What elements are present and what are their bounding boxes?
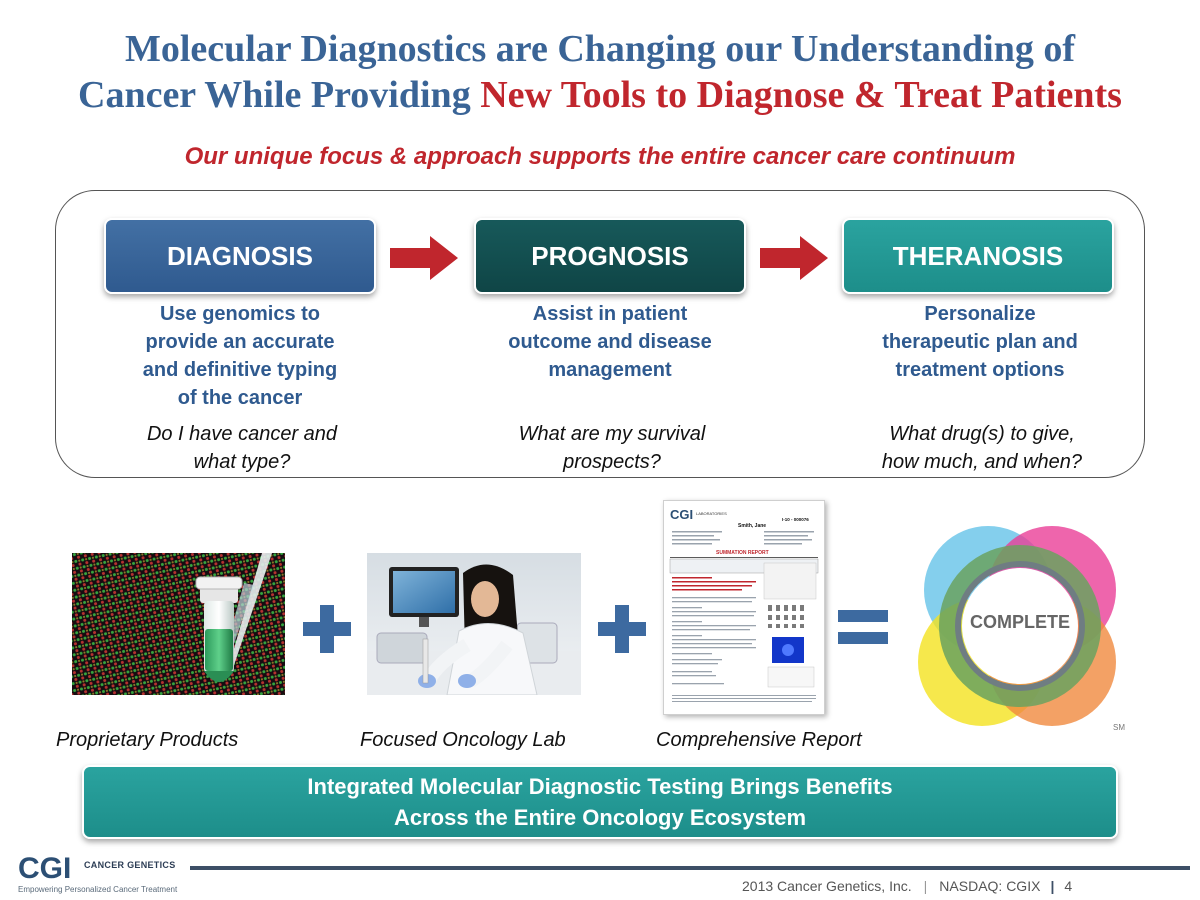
footer-info: 2013 Cancer Genetics, Inc. | NASDAQ: CGIX |… <box>742 878 1072 894</box>
report-section-title: SUMMATION REPORT <box>716 550 769 556</box>
title-line-2-red: New Tools to Diagnose & Treat Patients <box>480 74 1122 116</box>
title-line-1: Molecular Diagnostics are Changing our U… <box>124 28 1076 70</box>
footer-separator: | <box>923 878 928 894</box>
stage-diagnosis-label: DIAGNOSIS <box>167 240 313 271</box>
report-patient: Smith, Jane <box>738 523 766 529</box>
footer-bar: | <box>1050 878 1055 894</box>
diagnosis-description: Use genomics to provide an accurate and … <box>142 303 338 409</box>
banner-line-2: Across the Entire Oncology Ecosystem <box>393 805 807 830</box>
slide-subtitle: Our unique focus & approach supports the… <box>184 143 1016 170</box>
stage-diagnosis: DIAGNOSIS <box>104 218 376 294</box>
report-thumbnail: CGI LABORATORIES Smith, Jane I-10 - 0000… <box>663 500 825 715</box>
arrow-right-icon <box>390 236 458 280</box>
title-line-2: Cancer While Providing New Tools to Diag… <box>0 72 1200 118</box>
microarray-image <box>72 553 285 695</box>
stage-prognosis-label: PROGNOSIS <box>531 240 689 271</box>
complete-label: COMPLETE <box>969 612 1070 632</box>
footer-logo-text: CGI <box>18 852 71 884</box>
footer-rule <box>190 866 1190 870</box>
equals-icon <box>838 606 888 653</box>
continuum-panel <box>55 190 1145 478</box>
caption-products: Proprietary Products <box>56 729 239 751</box>
footer-copyright: 2013 Cancer Genetics, Inc. <box>742 878 912 894</box>
stage-theranosis: THERANOSIS <box>842 218 1114 294</box>
cgi-logo-icon: CGI <box>18 852 71 884</box>
footer-ticker: NASDAQ: CGIX <box>939 878 1041 894</box>
complete-venn-diagram <box>918 526 1116 726</box>
banner-line-1: Integrated Molecular Diagnostic Testing … <box>307 774 893 799</box>
scientist-image <box>367 553 581 695</box>
plus-icon <box>303 605 351 658</box>
products-photo <box>72 553 285 695</box>
prognosis-question: What are my survival prospects? <box>518 423 706 473</box>
arrow-right-icon <box>760 236 828 280</box>
stage-theranosis-label: THERANOSIS <box>892 240 1064 271</box>
lab-photo <box>367 553 581 695</box>
plus-icon <box>598 605 646 658</box>
report-company: LABORATORIES <box>696 511 727 516</box>
report-case-id: I-10 - 000076 <box>782 517 809 522</box>
footer-company-name: CANCER GENETICS <box>84 860 176 870</box>
service-mark: SM <box>1113 723 1125 732</box>
theranosis-description: Personalize therapeutic plan and treatme… <box>882 303 1078 381</box>
page-number: 4 <box>1064 878 1073 894</box>
prognosis-description: Assist in patient outcome and disease ma… <box>508 303 712 381</box>
slide-title: Molecular Diagnostics are Changing our U… <box>0 26 1200 118</box>
report-document: CGI LABORATORIES Smith, Jane I-10 - 0000… <box>669 507 819 702</box>
caption-lab: Focused Oncology Lab <box>360 729 566 751</box>
report-logo: CGI <box>670 507 693 522</box>
theranosis-question: What drug(s) to give, how much, and when… <box>881 423 1083 473</box>
title-line-2-blue: Cancer While Providing <box>78 74 481 116</box>
caption-report: Comprehensive Report <box>656 729 862 751</box>
benefits-banner: Integrated Molecular Diagnostic Testing … <box>82 765 1118 839</box>
diagnosis-question: Do I have cancer and what type? <box>146 423 338 473</box>
footer-tagline: Empowering Personalized Cancer Treatment <box>18 885 178 894</box>
stage-prognosis: PROGNOSIS <box>474 218 746 294</box>
